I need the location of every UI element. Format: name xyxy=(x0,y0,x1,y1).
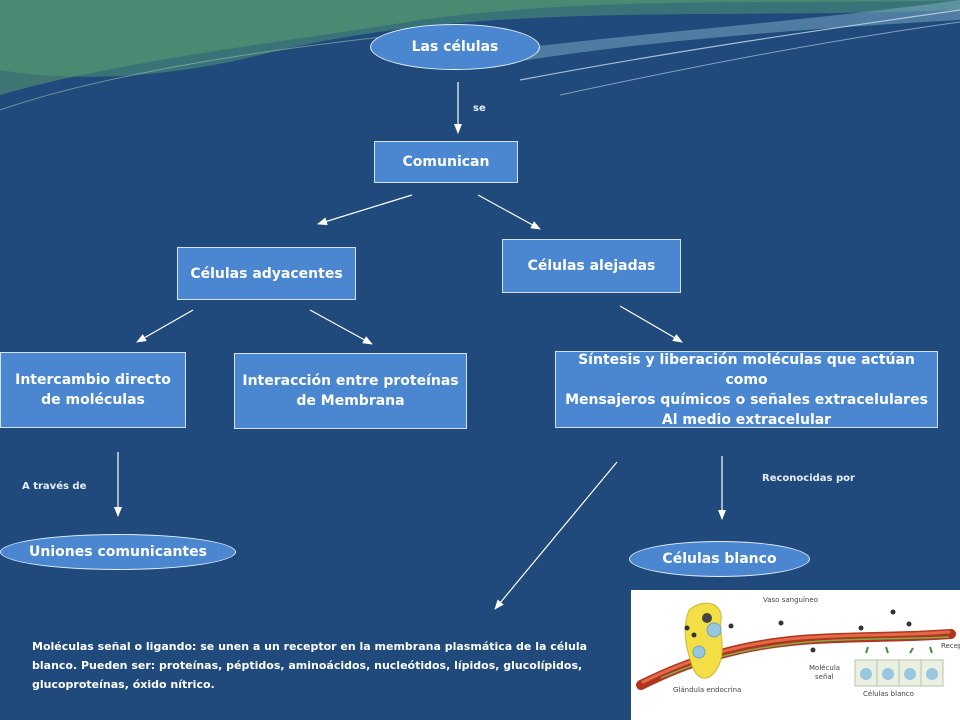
node-root: Las células xyxy=(370,24,540,70)
edge-label-se: se xyxy=(473,103,486,114)
node-membrane-interaction: Interacción entre proteínas de Membrana xyxy=(234,353,467,429)
label-target-cells: Células blanco xyxy=(863,690,914,698)
endocrine-gland xyxy=(684,602,723,679)
label-signal-molecule-2: señal xyxy=(815,673,834,681)
label-vessel: Vaso sanguíneo xyxy=(763,596,818,604)
signal-molecules-note: Moléculas señal o ligando: se unen a un … xyxy=(32,640,588,691)
node-synthesis: Síntesis y liberación moléculas que actú… xyxy=(555,351,938,428)
node-communicate: Comunican xyxy=(374,141,518,183)
endocrine-signaling-illustration: Vaso sanguíneo Receptor Molécula señal G… xyxy=(631,590,960,720)
label-gland: Glándula endocrina xyxy=(673,686,741,694)
node-target-cells: Células blanco xyxy=(629,541,810,577)
node-distant: Células alejadas xyxy=(502,239,681,293)
node-gap-junctions: Uniones comunicantes xyxy=(0,534,236,570)
edge-label-reconocidas-por: Reconocidas por xyxy=(762,473,855,484)
node-direct-exchange: Intercambio directo de moléculas xyxy=(0,352,186,428)
node-adjacent: Células adyacentes xyxy=(177,247,356,300)
label-receptor: Receptor xyxy=(941,642,960,650)
edge-label-a-traves-de: A través de xyxy=(22,481,87,492)
endocrine-diagram: Vaso sanguíneo Receptor Molécula señal G… xyxy=(631,590,960,720)
label-signal-molecule-1: Molécula xyxy=(809,664,840,672)
blood-vessel xyxy=(636,629,956,690)
